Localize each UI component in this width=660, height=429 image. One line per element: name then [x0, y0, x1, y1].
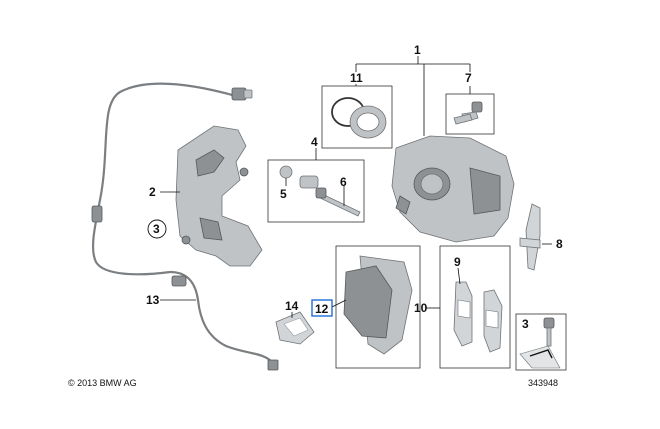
carrier-bolt — [543, 317, 555, 347]
callout-7: 7 — [465, 71, 472, 85]
bleeder-on-caliper — [453, 113, 473, 125]
anti-rattle-spring — [519, 203, 541, 271]
brake-pad-front — [343, 265, 393, 339]
callout-13: 13 — [146, 293, 160, 307]
callout-11: 11 — [350, 71, 363, 85]
caliper-carrier — [175, 125, 263, 267]
retaining-spring-left — [453, 281, 473, 347]
piston-seal — [331, 97, 387, 139]
callout-12-highlight: 12 — [311, 299, 333, 317]
callout-12: 12 — [315, 302, 329, 316]
callout-8: 8 — [556, 237, 563, 251]
bolt-box — [515, 313, 567, 371]
copyright-text: © 2013 BMW AG — [68, 378, 137, 388]
grease-packet — [275, 311, 315, 345]
seal-kit-box — [321, 85, 393, 149]
callout-1: 1 — [414, 43, 421, 57]
callout-3: 3 — [153, 222, 160, 236]
callout-5: 5 — [280, 187, 287, 201]
callout-4: 4 — [311, 135, 318, 149]
wear-sensor-lower — [169, 270, 279, 371]
callout-3-bolt: 3 — [522, 317, 529, 331]
brake-pad-box — [335, 245, 421, 369]
wear-sensor-upper — [91, 82, 253, 276]
callout-3-circle: 3 — [147, 219, 167, 239]
callout-6: 6 — [340, 175, 347, 189]
diagram-number: 343948 — [528, 378, 558, 388]
leader-lines — [160, 56, 552, 318]
guide-bolt — [315, 187, 361, 217]
callout-2: 2 — [149, 185, 156, 199]
caliper-housing — [391, 135, 515, 243]
retaining-spring-right — [483, 289, 503, 353]
callout-14: 14 — [285, 299, 299, 313]
callout-9: 9 — [454, 255, 461, 269]
spring-kit-box — [439, 245, 511, 369]
callout-10: 10 — [414, 301, 428, 315]
torque-arrow-icon — [519, 345, 561, 369]
